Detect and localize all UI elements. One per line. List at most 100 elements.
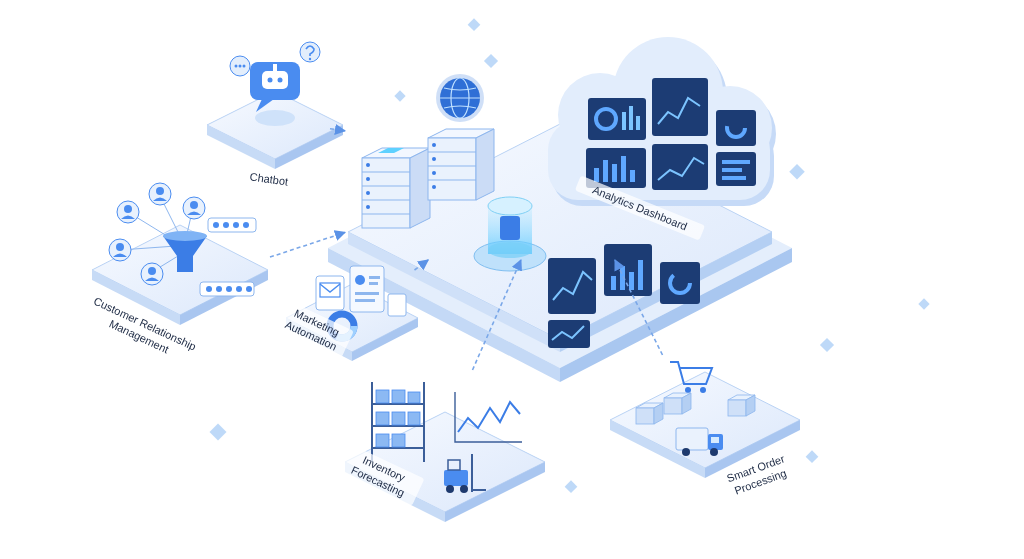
order-platform-part (710, 448, 718, 456)
dashboard-panels-part (670, 273, 690, 293)
inventory-platform-part (376, 434, 389, 447)
platform-node: Inventory Forecasting (330, 370, 540, 540)
marketing-platform-part (388, 294, 406, 316)
order-platform-part (664, 398, 682, 414)
crm-platform-part (149, 183, 171, 205)
floating-cubes-part (918, 298, 929, 309)
crm-platform-part (233, 222, 239, 228)
marketing-platform-part (352, 318, 418, 361)
dashboard-panels-part (716, 110, 756, 146)
inventory-platform-part (372, 382, 424, 462)
crm-platform-part (190, 201, 198, 209)
chatbot-platform-part (255, 110, 295, 126)
crm-platform-part (187, 212, 201, 216)
dashboard-panels-part (604, 244, 652, 296)
crm-platform-part (213, 222, 249, 228)
crm-platform-part (117, 201, 139, 223)
dashboard-panels-part (638, 260, 643, 290)
crm-platform-part (124, 205, 132, 213)
dashboard-panels-part (596, 109, 616, 129)
dashboard-panels-part (636, 116, 640, 130)
order-platform-part (728, 400, 746, 416)
marketing-platform-part (369, 276, 380, 279)
dashboard-panels-part (548, 320, 590, 348)
crm-platform-part (148, 267, 156, 275)
servers (362, 74, 494, 228)
floating-cubes-part (484, 54, 498, 68)
dashboard-panels-part (630, 170, 635, 182)
flow-connector (615, 260, 663, 355)
node-label: Chatbot (226, 165, 311, 193)
chatbot-platform-part (250, 62, 300, 100)
marketing-platform-part (320, 283, 340, 297)
node-label: Inventory Forecasting (338, 444, 425, 506)
order-platform-part (654, 403, 663, 424)
hologram-part (500, 216, 520, 240)
inventory-platform-part (408, 392, 420, 403)
inventory-platform-part (376, 412, 389, 425)
inventory-platform-part (444, 470, 468, 486)
inventory-platform-part (445, 462, 545, 522)
servers-part (428, 138, 476, 200)
crm-platform-part (223, 222, 229, 228)
hologram (474, 197, 546, 271)
chatbot-platform-part (273, 64, 277, 71)
inventory-platform-part (376, 390, 389, 403)
platform-node: Chatbot (205, 45, 330, 196)
dashboard-panels-part (629, 106, 633, 130)
servers-part (366, 191, 370, 195)
servers-part (432, 143, 436, 147)
marketing-platform-part (369, 282, 378, 285)
order-platform-part (682, 393, 691, 414)
dashboard-panels-part (622, 112, 626, 130)
chatbot-platform-part (207, 125, 275, 169)
inventory-platform-part (446, 485, 454, 493)
crm-platform-part (213, 222, 219, 228)
flow-connector (330, 129, 345, 131)
inventory-platform-part (460, 485, 468, 493)
flow-connector (415, 260, 429, 270)
node-label: Analytics Dashboard (575, 175, 705, 240)
servers-part (362, 186, 410, 187)
order-platform-part (682, 448, 690, 456)
inventory-platform-part (371, 382, 373, 462)
dashboard-panels-part (722, 160, 750, 164)
marketing-platform-part (355, 299, 375, 302)
order-platform-part (700, 387, 706, 393)
dashboard-panels-part (553, 272, 592, 300)
dashboard-panels-part (552, 326, 584, 340)
dashboard-panels-part (621, 156, 626, 182)
floating-cubes-part (565, 480, 578, 493)
servers-part (362, 172, 410, 173)
order-platform-part (746, 395, 755, 416)
marketing-platform-part (355, 275, 365, 285)
order-platform-part (685, 387, 691, 393)
crm-platform-part (208, 218, 256, 232)
servers-part (410, 148, 430, 228)
servers-part (362, 158, 410, 228)
dashboard-panels-part (658, 98, 700, 124)
inventory-platform-part (458, 402, 520, 432)
chatbot-platform-part (268, 78, 273, 83)
servers-part (432, 171, 436, 175)
platform-node: Smart Order Processing (600, 355, 810, 525)
dashboard-panels-part (603, 160, 608, 182)
inventory-platform-part (448, 460, 460, 470)
dashboard-panels-part (652, 78, 708, 136)
crm-platform-part (246, 286, 252, 292)
platform-node: Customer Relationship Management (70, 185, 270, 395)
flow-connector (473, 260, 521, 370)
chatbot-platform-part (306, 46, 314, 56)
inventory-platform-part (408, 412, 420, 425)
node-label: Marketing Automation (274, 300, 354, 358)
inventory-platform-part (423, 382, 425, 462)
crm-platform-part (156, 187, 164, 195)
crm-platform-part (206, 286, 212, 292)
inventory-platform-part (376, 390, 420, 447)
floating-cubes-part (210, 424, 227, 441)
inventory-platform-part (455, 392, 522, 442)
chatbot-platform-part (235, 65, 238, 68)
servers-part (428, 152, 476, 153)
